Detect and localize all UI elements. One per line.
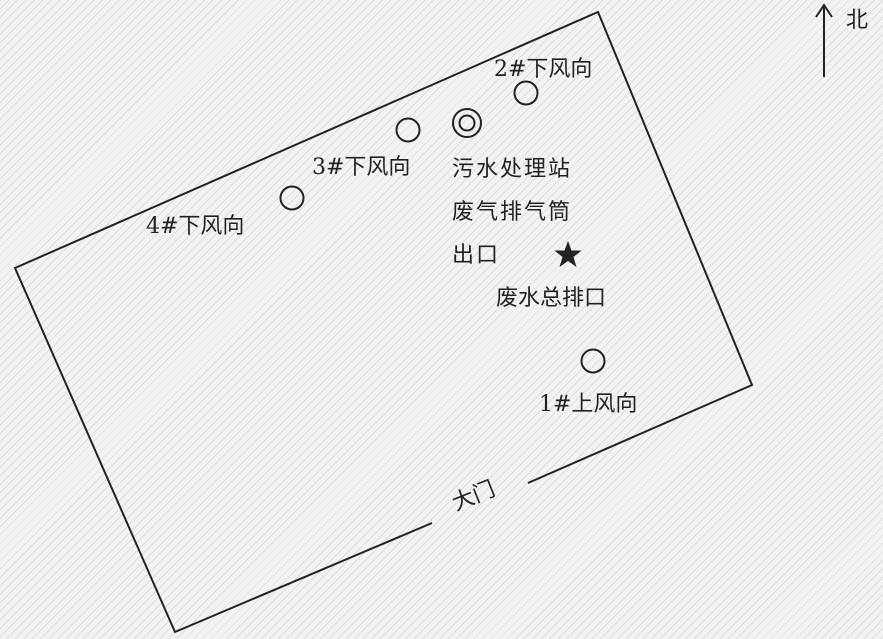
plant-boundary (13, 10, 754, 634)
monitoring-point-3-label: 3#下风向 (312, 155, 411, 180)
wastewater-outlet-star-icon (554, 241, 582, 267)
monitoring-point-2-icon (513, 80, 539, 106)
monitoring-point-4-icon (279, 185, 305, 211)
north-arrow-icon (815, 3, 833, 77)
exhaust-stack-label-line3: 出口 (452, 243, 501, 268)
monitoring-point-1-label: 1#上风向 (539, 392, 638, 417)
exhaust-stack-label-line1: 污水处理站 (452, 157, 573, 182)
monitoring-point-4-label: 4#下风向 (146, 214, 245, 239)
monitoring-point-3-icon (395, 117, 421, 143)
monitoring-point-1-icon (580, 348, 606, 374)
exhaust-stack-label-line2: 废气排气筒 (452, 200, 573, 225)
wastewater-outlet-label: 废水总排口 (496, 286, 607, 311)
compass-north-label: 北 (846, 8, 869, 33)
exhaust-stack-icon (452, 108, 482, 138)
monitoring-point-2-label: 2#下风向 (494, 57, 593, 82)
